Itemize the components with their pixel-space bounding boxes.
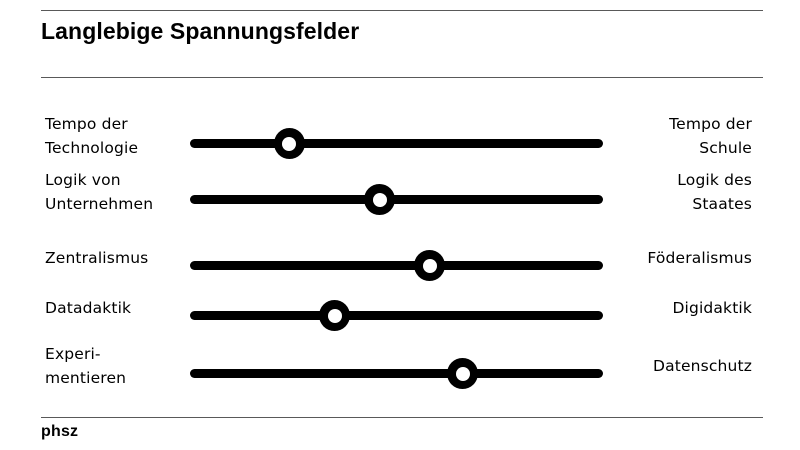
row-label-left: Zentralismus: [45, 246, 205, 270]
slider-track[interactable]: [190, 139, 603, 148]
row-label-left-line1: Tempo der: [45, 115, 128, 133]
spectrum-row: Experi-mentieren Datenschutz: [0, 338, 800, 394]
footer-logo: phsz: [41, 423, 79, 440]
slider-handle[interactable]: [319, 300, 351, 331]
slider[interactable]: [190, 230, 603, 286]
footer-rule: [41, 417, 763, 418]
slider-track[interactable]: [190, 261, 603, 270]
row-label-left-line1: Datadaktik: [45, 299, 132, 317]
row-label-right-line1: Logik des: [677, 171, 752, 189]
row-label-right-line1: Föderalismus: [647, 249, 752, 267]
page-title: Langlebige Spannungsfelder: [41, 18, 360, 44]
row-label-right: Digidaktik: [592, 296, 752, 320]
row-label-left-line2: mentieren: [45, 369, 127, 387]
row-label-left-line1: Logik von: [45, 171, 121, 189]
slider[interactable]: [190, 108, 603, 164]
slider[interactable]: [190, 164, 603, 220]
row-label-right-line2: Staates: [692, 195, 752, 213]
header-rule-bottom: [41, 77, 763, 78]
slider-track[interactable]: [190, 311, 603, 320]
slider[interactable]: [190, 338, 603, 394]
slider-handle[interactable]: [414, 250, 446, 281]
row-label-right-line1: Digidaktik: [672, 299, 752, 317]
row-label-right-line1: Tempo der: [669, 115, 752, 133]
row-label-left: Experi-mentieren: [45, 342, 205, 390]
row-label-right: Föderalismus: [592, 246, 752, 270]
row-label-left-line2: Technologie: [45, 139, 139, 157]
row-label-left-line1: Zentralismus: [45, 249, 149, 267]
row-label-left: Datadaktik: [45, 296, 205, 320]
slider-handle[interactable]: [364, 184, 396, 215]
row-label-right-line1: Datenschutz: [653, 357, 752, 375]
slider-handle[interactable]: [273, 128, 305, 159]
spectrum-row: Datadaktik Digidaktik: [0, 280, 800, 336]
row-label-right-line2: Schule: [699, 139, 752, 157]
slider[interactable]: [190, 280, 603, 336]
row-label-right: Datenschutz: [592, 354, 752, 378]
spectrum-row: Zentralismus Föderalismus: [0, 230, 800, 286]
row-label-left-line2: Unternehmen: [45, 195, 154, 213]
slider-track[interactable]: [190, 195, 603, 204]
slider-track[interactable]: [190, 369, 603, 378]
header-rule-top: [41, 10, 763, 11]
row-label-left-line1: Experi-: [45, 345, 101, 363]
slider-handle[interactable]: [447, 358, 479, 389]
